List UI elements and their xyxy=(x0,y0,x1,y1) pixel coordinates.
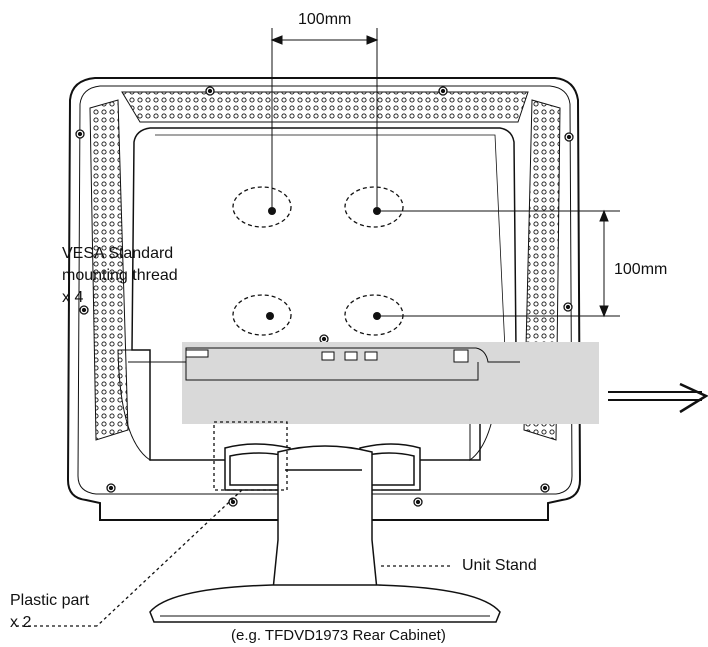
plastic-part-label: Plastic part x 2 xyxy=(10,590,89,634)
right-dimension-marker xyxy=(377,209,620,318)
leader-lines xyxy=(16,489,450,627)
vesa-label-line1: VESA Standard xyxy=(62,245,174,262)
highlight-band xyxy=(182,342,599,424)
diagram-caption: (e.g. TFDVD1973 Rear Cabinet) xyxy=(231,627,446,644)
plastic-label-line2: x 2 xyxy=(10,614,32,631)
top-dimension-label: 100mm xyxy=(298,11,352,28)
plastic-part-outline xyxy=(213,421,288,491)
unit-stand xyxy=(149,443,501,623)
plastic-label-line1: Plastic part xyxy=(10,592,90,609)
vesa-label-line3: x 4 xyxy=(62,289,84,306)
removal-arrow xyxy=(608,382,708,414)
right-dimension-label: 100mm xyxy=(614,261,668,278)
unit-stand-label: Unit Stand xyxy=(462,557,537,574)
vesa-label-line2: mounting thread xyxy=(62,267,178,284)
top-dimension-marker xyxy=(270,28,379,207)
vesa-thread-label: VESA Standard mounting thread x 4 xyxy=(62,243,178,309)
connector-panel xyxy=(128,347,520,381)
screws xyxy=(75,86,574,507)
